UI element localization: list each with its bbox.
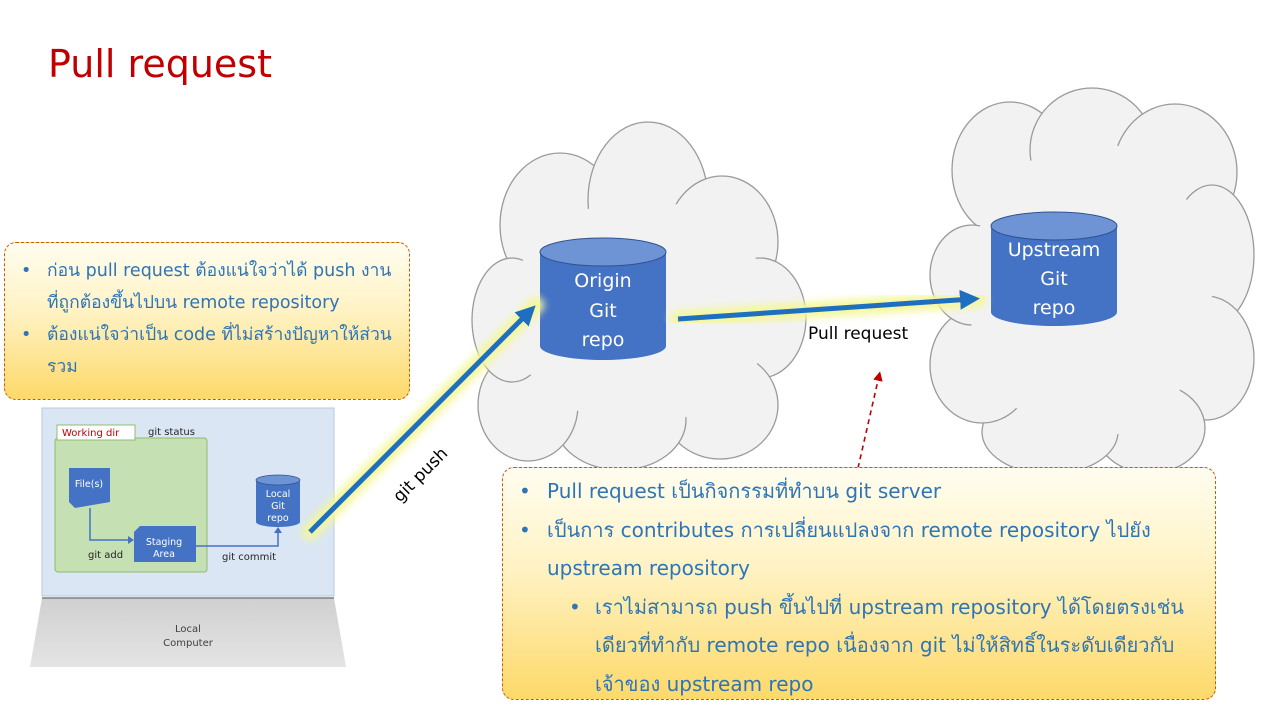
- left-note-box: ก่อน pull request ต้องแน่ใจว่าได้ push ง…: [4, 242, 410, 400]
- files-icon: [69, 468, 110, 508]
- bottom-note-box: Pull request เป็นกิจกรรมที่ทำบน git serv…: [502, 467, 1216, 700]
- upstream-repo-icon: [990, 211, 1118, 326]
- staging-label-line2: Area: [153, 549, 175, 560]
- local-repo-line3: repo: [267, 513, 289, 524]
- bottom-note-sub-bullet: เราไม่สามารถ push ขึ้นไปที่ upstream rep…: [569, 588, 1205, 704]
- upstream-label-line1: Upstream: [1008, 239, 1101, 261]
- pull-request-label: Pull request: [808, 324, 909, 344]
- git-commit-label: git commit: [222, 552, 276, 563]
- computer-label-line2: Computer: [163, 638, 214, 649]
- files-label: File(s): [75, 479, 103, 490]
- left-note-bullet: ก่อน pull request ต้องแน่ใจว่าได้ push ง…: [21, 255, 401, 319]
- local-computer: Local Computer Working dir git status Fi…: [30, 407, 346, 667]
- working-dir-label: Working dir: [62, 428, 120, 439]
- bottom-note-bullet: เป็นการ contributes การเปลี่ยนแปลงจาก re…: [519, 511, 1205, 588]
- upstream-label-line3: repo: [1033, 297, 1076, 319]
- left-note-bullet: ต้องแน่ใจว่าเป็น code ที่ไม่สร้างปัญหาให…: [21, 319, 401, 383]
- local-repo-icon: [255, 474, 301, 527]
- origin-label-line2: Git: [589, 300, 616, 322]
- bottom-note-bullet: Pull request เป็นกิจกรรมที่ทำบน git serv…: [519, 472, 1205, 511]
- slide-title: Pull request: [48, 42, 272, 86]
- staging-area-icon: [134, 526, 196, 562]
- origin-label-line1: Origin: [574, 270, 631, 292]
- local-repo-line2: Git: [271, 501, 285, 512]
- staging-label-line1: Staging: [146, 537, 182, 548]
- bottom-note-list: Pull request เป็นกิจกรรมที่ทำบน git serv…: [503, 468, 1215, 703]
- pull-request-arrow: [677, 289, 980, 322]
- git-push-arrow: [308, 305, 536, 534]
- dashed-pointer-arrow: [857, 371, 883, 469]
- local-repo-line1: Local: [266, 489, 291, 500]
- origin-label-line3: repo: [582, 329, 625, 351]
- left-note-list: ก่อน pull request ต้องแน่ใจว่าได้ push ง…: [5, 243, 409, 383]
- origin-repo-icon: [539, 237, 667, 360]
- git-add-label: git add: [88, 550, 123, 561]
- upstream-label-line2: Git: [1040, 268, 1067, 290]
- computer-label-line1: Local: [175, 624, 201, 635]
- git-status-label: git status: [148, 427, 195, 438]
